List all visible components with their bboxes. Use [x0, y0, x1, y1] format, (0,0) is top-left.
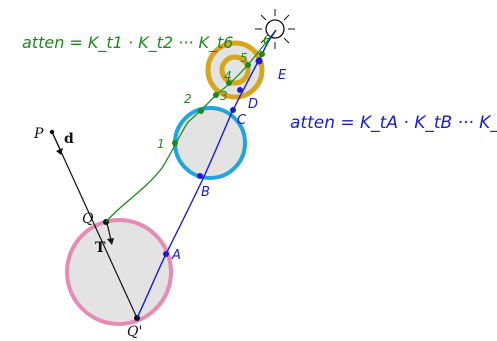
cyan-sphere [173, 106, 247, 180]
green-label-3: 3 [220, 89, 228, 103]
blue-label-b: B [201, 185, 210, 200]
blue-intersection-markers [163, 57, 263, 257]
label-qprime: Q' [127, 324, 142, 340]
green-point-labels: 1 2 3 4 5 6 [157, 33, 271, 151]
blue-label-e: E [278, 68, 287, 83]
blue-label-c: C [237, 113, 247, 128]
label-q: Q [82, 211, 94, 227]
gold-nested-spheres [205, 40, 265, 100]
blue-point-labels: A B C D E [171, 68, 287, 263]
point-p-marker [49, 129, 55, 135]
incoming-ray [51, 131, 138, 319]
light-source-icon [255, 9, 295, 49]
blue-attenuation-formula: atten = K_tA · K_tB ··· K_tE [290, 113, 497, 133]
green-intersection-markers [172, 51, 265, 146]
label-p: P [33, 126, 44, 142]
green-label-4: 4 [224, 69, 232, 83]
label-d: d [64, 131, 74, 147]
label-t: T [95, 240, 106, 256]
blue-label-a: A [171, 248, 181, 263]
green-label-2: 2 [184, 92, 192, 106]
blue-shadow-ray [136, 29, 277, 319]
blue-label-d: D [248, 97, 258, 112]
green-attenuation-formula: atten = K_t1 · K_t2 ··· K_t6 [22, 33, 233, 53]
pink-sphere [65, 218, 173, 326]
green-label-5: 5 [240, 51, 248, 65]
green-label-1: 1 [157, 137, 165, 151]
green-label-6: 6 [263, 33, 271, 47]
